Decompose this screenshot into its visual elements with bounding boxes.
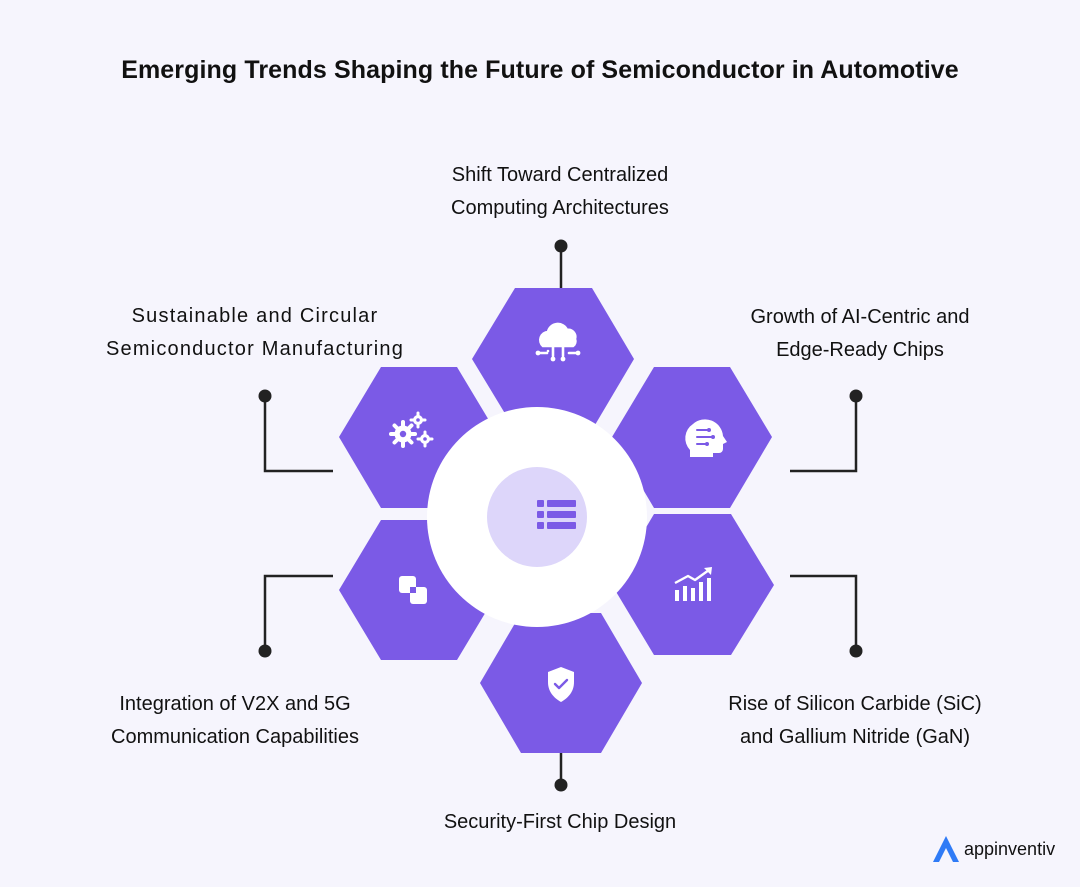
trend-label-ai-chips: Growth of AI-Centric and Edge-Ready Chip… <box>690 301 1030 367</box>
trend-label-line: Growth of AI-Centric and <box>750 306 970 328</box>
brand-name: appinventiv <box>964 838 1056 859</box>
trend-label-centralized-computing: Shift Toward Centralized Computing Archi… <box>390 159 730 225</box>
connector-dot <box>849 644 863 658</box>
trend-label-line: Edge-Ready Chips <box>776 339 944 361</box>
connector-bottom-right <box>790 574 858 651</box>
connector-top-left <box>263 396 333 473</box>
page-title: Emerging Trends Shaping the Future of Se… <box>121 56 959 84</box>
trend-label-security-first: Security-First Chip Design <box>390 806 730 839</box>
gears-icon <box>389 411 434 448</box>
overlap-squares-icon <box>399 576 427 604</box>
connector-dot <box>554 239 568 253</box>
trend-label-line: Sustainable and Circular <box>131 305 379 327</box>
connector-top-right <box>790 396 858 473</box>
trend-label-v2x-5g: Integration of V2X and 5G Communication … <box>60 688 410 754</box>
cloud-network-icon <box>535 322 581 362</box>
shield-check-icon <box>548 667 574 702</box>
trend-label-line: and Gallium Nitride (GaN) <box>739 726 971 748</box>
connector-dot <box>258 644 272 658</box>
ai-head-icon <box>685 419 727 457</box>
trend-label-sustainable-manufacturing: Sustainable and Circular Semiconductor M… <box>60 300 450 366</box>
trend-label-line: Integration of V2X and 5G <box>119 693 351 715</box>
appinventiv-logo-icon <box>933 836 959 862</box>
trend-label-sic-gan: Rise of Silicon Carbide (SiC) and Galliu… <box>670 688 1040 754</box>
trend-label-line: Communication Capabilities <box>111 726 359 748</box>
trend-label-line: Security-First Chip Design <box>443 811 677 833</box>
trend-label-line: Rise of Silicon Carbide (SiC) <box>728 693 982 715</box>
connector-bottom-left <box>263 574 333 651</box>
growth-chart-icon <box>674 567 712 601</box>
trend-label-line: Semiconductor Manufacturing <box>105 338 405 360</box>
connector-dot <box>849 389 863 403</box>
connector-dots <box>258 239 863 792</box>
connectors <box>263 246 858 785</box>
trend-label-line: Shift Toward Centralized <box>451 164 669 186</box>
list-icon <box>537 500 576 529</box>
trend-label-line: Computing Architectures <box>451 197 669 219</box>
connector-dot <box>554 778 568 792</box>
brand-logo: appinventiv <box>932 834 1055 864</box>
hexagon-bottom-right <box>612 514 774 655</box>
connector-dot <box>258 389 272 403</box>
